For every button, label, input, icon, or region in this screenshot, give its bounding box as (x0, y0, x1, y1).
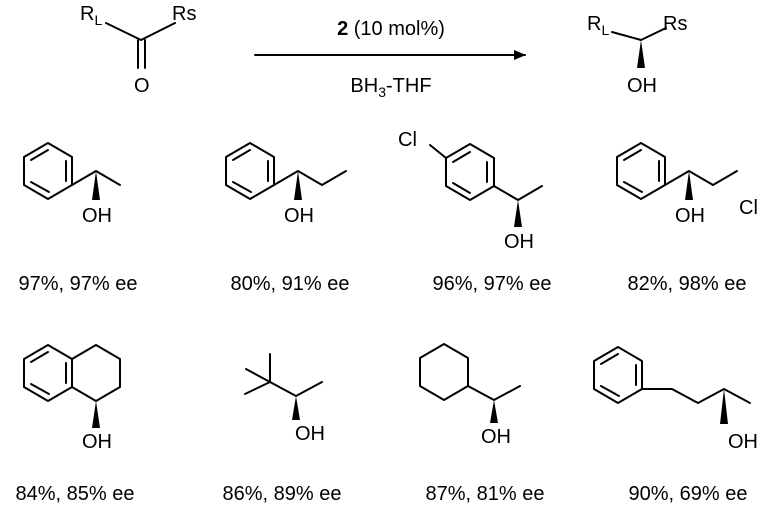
hydroxyl-label: OH (675, 205, 705, 227)
hydroxyl-label: OH (504, 231, 534, 253)
product-4: OH Cl 82%, 98% ee (616, 142, 758, 295)
chloro-label: Cl (739, 197, 758, 219)
product-3: Cl OH 96%, 97% ee (398, 129, 551, 295)
product-7: OH 87%, 81% ee (419, 343, 545, 505)
rl-label: RL (80, 3, 102, 28)
cyclohexane-ring (419, 343, 469, 401)
hydroxyl-label: OH (82, 205, 112, 227)
product-8: OH 90%, 69% ee (593, 346, 758, 505)
ketone-substrate: RL Rs O (80, 3, 196, 97)
yield-ee-label: 84%, 85% ee (16, 483, 135, 505)
yield-ee-label: 96%, 97% ee (433, 273, 552, 295)
yield-ee-label: 80%, 91% ee (231, 273, 350, 295)
yield-ee-label: 87%, 81% ee (426, 483, 545, 505)
rs-label: Rs (663, 13, 687, 35)
hydroxyl-label: OH (481, 426, 511, 448)
product-6: OH 86%, 89% ee (223, 353, 342, 505)
hydroxyl-label: OH (627, 75, 657, 97)
yield-ee-label: 97%, 97% ee (19, 273, 138, 295)
catalyst-label: 2 (10 mol%) (337, 18, 445, 40)
product-2: OH 80%, 91% ee (225, 142, 350, 295)
benzene-ring (445, 143, 495, 201)
hydroxyl-label: OH (295, 423, 325, 445)
hydroxyl-label: OH (82, 431, 112, 453)
benzene-ring (616, 142, 666, 200)
product-5: OH 84%, 85% ee (16, 344, 135, 505)
reagent-label: BH3-THF (350, 75, 431, 100)
yield-ee-label: 90%, 69% ee (629, 483, 748, 505)
rs-label: Rs (172, 3, 196, 25)
product-1: OH 97%, 97% ee (19, 142, 138, 295)
carbonyl-oxygen-label: O (134, 75, 150, 97)
alcohol-product: RL Rs OH (587, 13, 687, 97)
benzene-ring (593, 346, 643, 404)
benzene-ring (23, 344, 73, 402)
chloro-label: Cl (398, 129, 417, 151)
benzene-ring (225, 142, 275, 200)
hydroxyl-label: OH (284, 205, 314, 227)
yield-ee-label: 82%, 98% ee (628, 273, 747, 295)
hydroxyl-label: OH (728, 431, 758, 453)
rl-label: RL (587, 13, 609, 38)
reaction-arrow-group: 2 (10 mol%) BH3-THF (254, 18, 526, 100)
yield-ee-label: 86%, 89% ee (223, 483, 342, 505)
benzene-ring (23, 142, 73, 200)
